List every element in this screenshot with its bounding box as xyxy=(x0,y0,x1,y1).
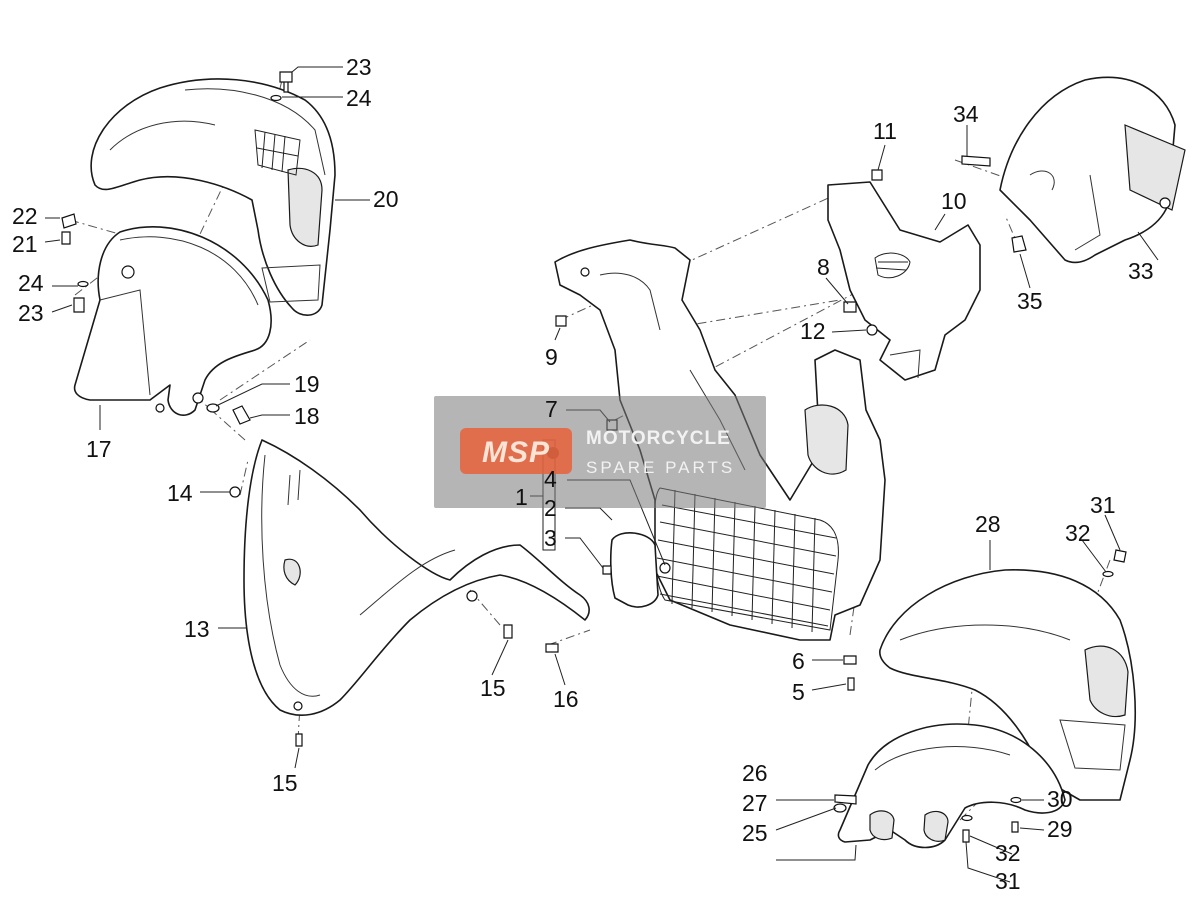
part-17-grab-frame xyxy=(73,225,272,416)
part-25-front-frame xyxy=(837,723,1066,849)
callout-17: 17 xyxy=(86,436,112,462)
callout-5: 5 xyxy=(792,679,805,705)
callout-32: 32 xyxy=(995,840,1021,866)
part-10-bracket xyxy=(827,181,981,381)
hardware-items xyxy=(61,71,1127,843)
callout-10: 10 xyxy=(941,188,967,214)
callout-34: 34 xyxy=(953,101,979,127)
callout-22: 22 xyxy=(12,203,38,229)
watermark-logo: MSP xyxy=(482,436,551,469)
callout-30: 30 xyxy=(1047,786,1073,812)
callout-6: 6 xyxy=(792,648,805,674)
part-28-rear-mudguard xyxy=(879,569,1136,801)
callout-19: 19 xyxy=(294,371,320,397)
callout-24: 24 xyxy=(18,270,44,296)
callout-20: 20 xyxy=(373,186,399,212)
watermark-logo-badge xyxy=(460,428,572,474)
callout-13: 13 xyxy=(184,616,210,642)
callout-29: 29 xyxy=(1047,816,1073,842)
callout-35: 35 xyxy=(1017,288,1043,314)
callout-8: 8 xyxy=(817,254,830,280)
callout-1: 1 xyxy=(515,484,528,510)
callout-31: 31 xyxy=(1090,492,1116,518)
callout-28: 28 xyxy=(975,511,1001,537)
part-13-front-shield xyxy=(243,439,590,716)
watermark-subtitle: SPARE PARTS xyxy=(586,458,736,477)
callout-9: 9 xyxy=(545,344,558,370)
part-33-front-fender xyxy=(999,76,1186,264)
callout-27: 27 xyxy=(742,790,768,816)
callout-4: 4 xyxy=(544,466,557,492)
callout-33: 33 xyxy=(1128,258,1154,284)
callout-2: 2 xyxy=(544,495,557,521)
callout-7: 7 xyxy=(545,396,558,422)
callout-31: 31 xyxy=(995,868,1021,894)
callout-23: 23 xyxy=(346,54,372,80)
callout-23: 23 xyxy=(18,300,44,326)
callout-11: 11 xyxy=(873,118,897,144)
callout-21: 21 xyxy=(12,231,38,257)
callout-32: 32 xyxy=(1065,520,1091,546)
callout-14: 14 xyxy=(167,480,193,506)
callout-18: 18 xyxy=(294,403,320,429)
callout-16: 16 xyxy=(553,686,579,712)
callout-15: 15 xyxy=(480,675,506,701)
part-20-rear-cover xyxy=(90,78,336,316)
callout-24: 24 xyxy=(346,85,372,111)
callout-3: 3 xyxy=(544,525,557,551)
callout-25: 25 xyxy=(742,820,768,846)
callout-26: 26 xyxy=(742,760,768,786)
callout-12: 12 xyxy=(800,318,826,344)
part-2-cover-plate xyxy=(609,532,659,608)
watermark-title: MOTORCYCLE xyxy=(586,428,731,449)
callout-15: 15 xyxy=(272,770,298,796)
